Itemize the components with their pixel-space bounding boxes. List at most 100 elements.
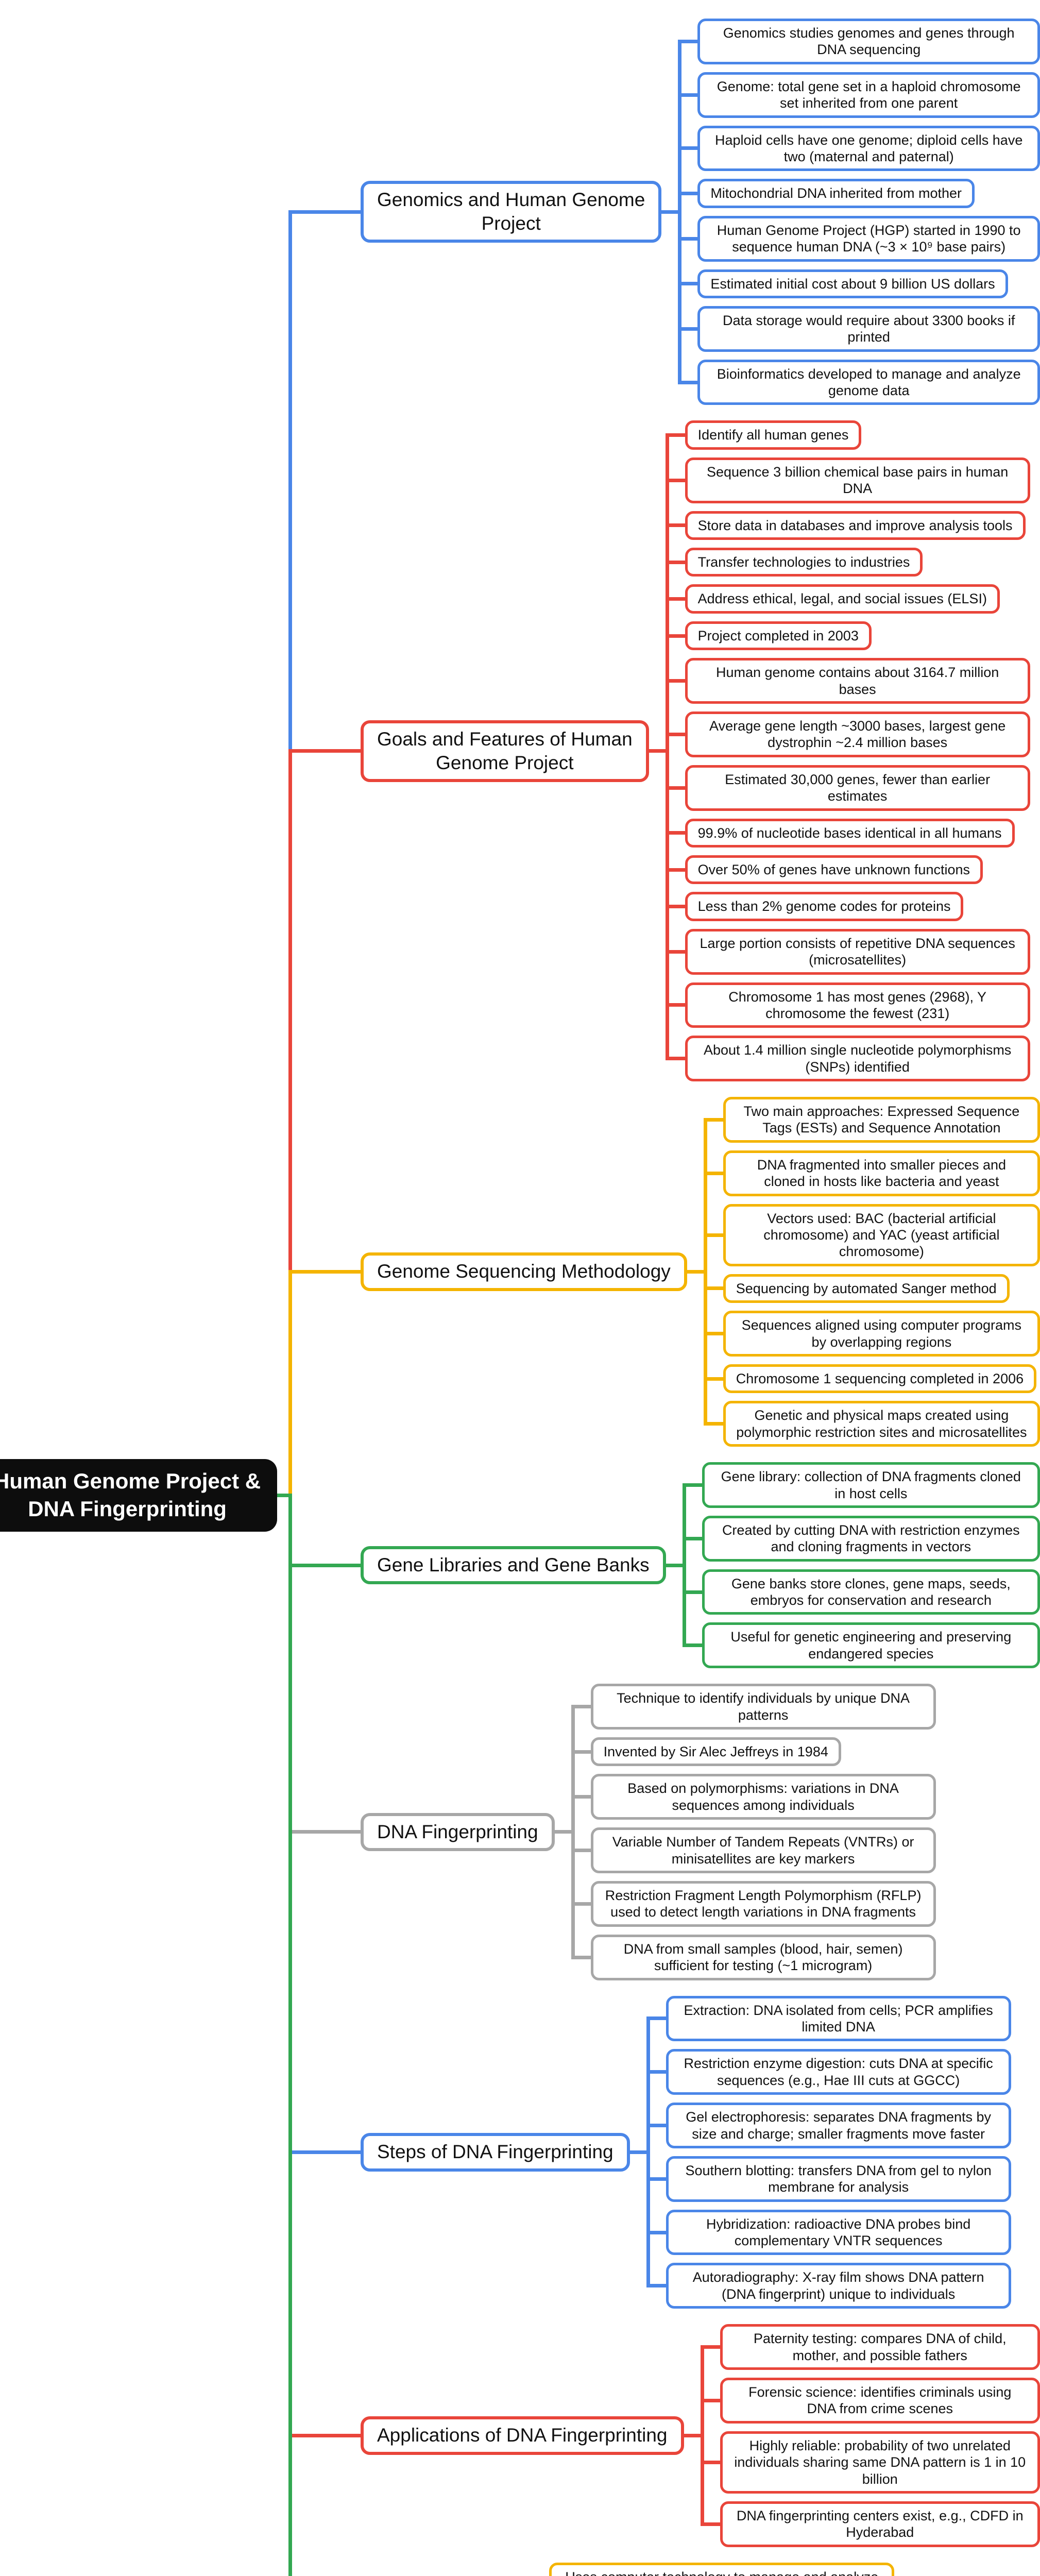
- leaf-node: Genomics studies genomes and genes throu…: [697, 19, 1040, 64]
- leaf-node: Autoradiography: X-ray film shows DNA pa…: [666, 2263, 1011, 2309]
- connector-line: [288, 1493, 292, 2576]
- connector-line: [646, 2284, 666, 2288]
- leaf-node: Average gene length ~3000 bases, largest…: [685, 711, 1030, 757]
- leaf-node: Invented by Sir Alec Jeffreys in 1984: [590, 1737, 841, 1767]
- leaf-node: DNA from small samples (blood, hair, sem…: [590, 1934, 936, 1980]
- connector-line: [661, 210, 682, 214]
- leaf-node: Created by cutting DNA with restriction …: [702, 1515, 1040, 1562]
- branch-title: Steps of DNA Fingerprinting: [361, 2133, 630, 2172]
- leaf-group: Extraction: DNA isolated from cells; PCR…: [666, 1995, 1011, 2309]
- leaf-node: Sequence 3 billion chemical base pairs i…: [685, 457, 1030, 503]
- connector-line: [665, 831, 685, 835]
- connector-line: [665, 523, 685, 528]
- leaf-node: DNA fingerprinting centers exist, e.g., …: [720, 2501, 1040, 2547]
- connector-line: [682, 1483, 702, 1487]
- connector-line: [678, 146, 698, 150]
- leaf-node: Variable Number of Tandem Repeats (VNTRs…: [590, 1827, 936, 1873]
- leaf-node: Haploid cells have one genome; diploid c…: [697, 125, 1040, 172]
- connector-line: [646, 2070, 666, 2074]
- leaf-node: Uses computer technology to manage and a…: [549, 2562, 895, 2576]
- leaf-node: Transfer technologies to industries: [685, 548, 923, 577]
- leaf-node: Less than 2% genome codes for proteins: [685, 892, 964, 921]
- connector-line: [682, 1590, 702, 1594]
- leaf-node: Gene library: collection of DNA fragment…: [702, 1462, 1040, 1508]
- connector-line: [703, 1171, 723, 1175]
- leaf-node: Paternity testing: compares DNA of child…: [720, 2324, 1040, 2370]
- branch-title: Genome Sequencing Methodology: [361, 1252, 687, 1291]
- connector-line: [571, 1849, 591, 1853]
- connector-line: [277, 1493, 292, 1497]
- connector-line: [665, 597, 685, 601]
- branch-title: Goals and Features of Human Genome Proje…: [361, 720, 649, 783]
- connector-line: [571, 1795, 591, 1799]
- leaf-node: Address ethical, legal, and social issue…: [685, 584, 1000, 614]
- connector-line: [703, 1377, 723, 1381]
- leaf-node: Based on polymorphisms: variations in DN…: [590, 1774, 936, 1820]
- leaf-node: Bioinformatics developed to manage and a…: [697, 359, 1040, 405]
- leaf-node: Identify all human genes: [685, 420, 862, 450]
- connector-line: [571, 1955, 591, 1959]
- connector-line: [665, 868, 685, 872]
- leaf-node: Hybridization: radioactive DNA probes bi…: [666, 2209, 1011, 2256]
- connector-line: [571, 1750, 591, 1754]
- connector-line: [666, 1563, 686, 1567]
- connector-line: [665, 786, 685, 790]
- leaf-node: Chromosome 1 sequencing completed in 200…: [723, 1364, 1037, 1394]
- connector-line: [700, 2460, 720, 2464]
- connector-line: [684, 2434, 704, 2437]
- leaf-group: Two main approaches: Expressed Sequence …: [723, 1097, 1040, 1447]
- connector-line: [700, 2345, 720, 2349]
- connector-line: [687, 1270, 707, 1274]
- leaf-group: Genomics studies genomes and genes throu…: [697, 19, 1040, 405]
- leaf-node: Genetic and physical maps created using …: [723, 1401, 1040, 1447]
- connector-line: [288, 210, 361, 214]
- branch-8: BioinformaticsUses computer technology t…: [361, 2562, 1040, 2576]
- connector-line: [571, 1705, 591, 1709]
- connector-line: [665, 1003, 685, 1007]
- connector-line: [703, 1233, 723, 1237]
- leaf-node: Large portion consists of repetitive DNA…: [685, 928, 1030, 975]
- leaf-group: Paternity testing: compares DNA of child…: [720, 2324, 1040, 2547]
- leaf-node: Gel electrophoresis: separates DNA fragm…: [666, 2103, 1011, 2148]
- connector-line: [665, 560, 685, 564]
- leaf-node: Human Genome Project (HGP) started in 19…: [697, 215, 1040, 262]
- connector-line: [646, 2230, 666, 2234]
- leaf-node: Useful for genetic engineering and prese…: [702, 1622, 1040, 1669]
- leaf-node: Two main approaches: Expressed Sequence …: [723, 1097, 1040, 1143]
- connector-line: [665, 433, 685, 437]
- connector-line: [682, 1536, 702, 1540]
- connector-line: [703, 1422, 723, 1426]
- leaf-node: Mitochondrial DNA inherited from mother: [697, 179, 975, 208]
- connector-line: [288, 1270, 361, 1274]
- leaf-group: Uses computer technology to manage and a…: [549, 2562, 895, 2576]
- branch-title: DNA Fingerprinting: [361, 1812, 555, 1852]
- leaf-node: Project completed in 2003: [685, 621, 872, 651]
- leaf-node: Data storage would require about 3300 bo…: [697, 306, 1040, 352]
- branch-title: Applications of DNA Fingerprinting: [361, 2416, 684, 2455]
- leaf-node: Gene banks store clones, gene maps, seed…: [702, 1569, 1040, 1615]
- connector-line: [678, 192, 698, 196]
- connector-line: [703, 1117, 723, 1122]
- leaf-group: Gene library: collection of DNA fragment…: [702, 1462, 1040, 1669]
- leaf-node: Highly reliable: probability of two unre…: [720, 2431, 1040, 2494]
- leaf-node: Store data in databases and improve anal…: [685, 511, 1026, 540]
- leaf-node: Southern blotting: transfers DNA from ge…: [666, 2156, 1011, 2202]
- connector-line: [665, 478, 685, 482]
- connector-line: [288, 1830, 361, 1834]
- connector-line: [665, 1057, 685, 1061]
- connector-line: [678, 380, 698, 384]
- connector-line: [288, 1563, 361, 1567]
- connector-line: [665, 905, 685, 909]
- leaf-node: About 1.4 million single nucleotide poly…: [685, 1036, 1030, 1082]
- connector-line: [288, 1270, 292, 1497]
- leaf-node: Genome: total gene set in a haploid chro…: [697, 72, 1040, 118]
- branch-3: Genome Sequencing Methodology Two main ap…: [361, 1097, 1040, 1447]
- connector-line: [678, 327, 698, 331]
- leaf-node: Sequences aligned using computer program…: [723, 1311, 1040, 1357]
- leaf-node: Estimated initial cost about 9 billion U…: [697, 269, 1008, 298]
